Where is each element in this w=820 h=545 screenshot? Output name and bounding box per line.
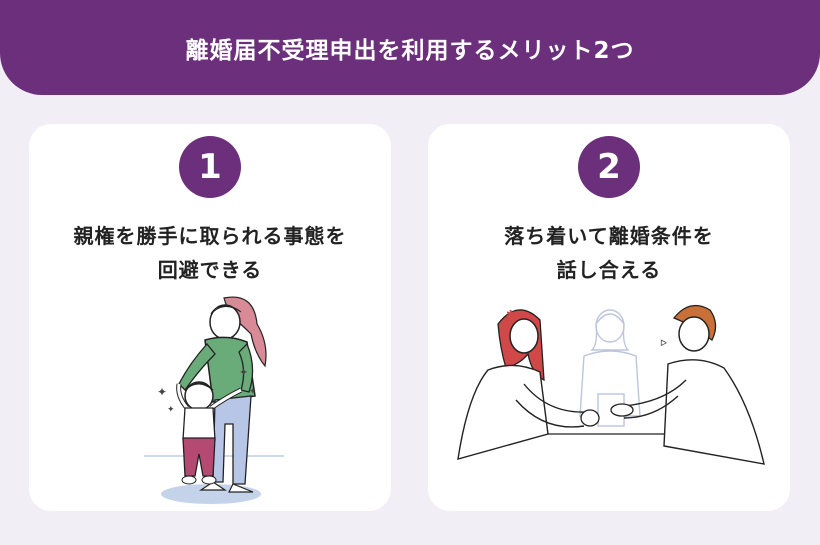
mother-child-walking-illustration: ✦ ✦ ✦ ✦ [144, 296, 284, 504]
merit-title-2-line1: 落ち着いて離婚条件を [504, 224, 714, 248]
svg-text:✦: ✦ [157, 385, 167, 399]
svg-text:✦: ✦ [167, 405, 175, 415]
page-header: 離婚届不受理申出を利用するメリット2つ [0, 0, 820, 95]
merit-title-1-line2: 回避できる [157, 258, 263, 282]
merit-title-1: 親権を勝手に取られる事態を 回避できる [29, 219, 391, 287]
merit-title-1-line1: 親権を勝手に取られる事態を [73, 224, 347, 248]
merit-title-2-line2: 話し合える [556, 258, 662, 282]
svg-text:✦: ✦ [239, 366, 248, 379]
merit-card-2: 2 落ち着いて離婚条件を 話し合える ✱ ᐅ [428, 124, 790, 511]
couple-discussion-illustration: ✱ ᐅ [457, 304, 765, 465]
number-badge-2: 2 [578, 136, 640, 198]
merit-card-1: 1 親権を勝手に取られる事態を 回避できる [29, 124, 391, 511]
svg-text:ᐅ: ᐅ [660, 339, 667, 349]
page-title: 離婚届不受理申出を利用するメリット2つ [185, 37, 635, 64]
merit-title-2: 落ち着いて離婚条件を 話し合える [428, 219, 790, 287]
svg-text:✱: ✱ [506, 308, 515, 321]
svg-text:✦: ✦ [249, 387, 257, 397]
number-badge-1: 1 [179, 136, 241, 198]
